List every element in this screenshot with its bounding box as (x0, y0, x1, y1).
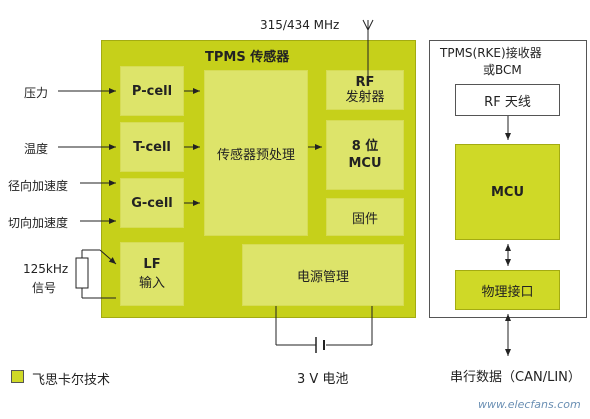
battery-label: 3 V 电池 (297, 372, 349, 387)
lf-input-label: 输入 (138, 276, 165, 291)
receiver-subtitle: 或BCM (483, 63, 522, 77)
radial-acceleration-label: 径向加速度 (8, 179, 69, 193)
power-management-block: 电源管理 (242, 244, 404, 306)
firmware-label: 固件 (351, 211, 378, 227)
lf-input-block: LF 输入 (120, 242, 184, 306)
rf-transmitter-block: RF 发射器 (326, 70, 404, 110)
power-management-label: 电源管理 (296, 269, 349, 285)
pcell-block: P-cell (120, 66, 184, 116)
preprocess-label: 传感器预处理 (216, 147, 295, 163)
mcu-8bit-block: 8 位 MCU (326, 120, 404, 190)
tcell-label: T-cell (133, 139, 171, 155)
serial-data-label: 串行数据（CAN/LIN） (450, 370, 581, 385)
mcu-8bit-label: 8 位 (351, 139, 379, 154)
lf-label: LF (143, 257, 161, 272)
rf-antenna-block: RF 天线 (455, 84, 560, 116)
receiver-title: TPMS(RKE)接收器 (440, 46, 542, 60)
rf-antenna-label: RF 天线 (484, 94, 531, 110)
antenna-frequency-label: 315/434 MHz (260, 18, 340, 32)
sensor-title: TPMS 传感器 (205, 50, 290, 65)
receiver-mcu-block: MCU (455, 144, 560, 240)
temperature-label: 温度 (24, 142, 49, 156)
receiver-mcu-label: MCU (490, 184, 525, 200)
pcell-label: P-cell (131, 83, 173, 99)
tcell-block: T-cell (120, 122, 184, 172)
lf-coil-icon (75, 257, 89, 289)
gcell-label: G-cell (131, 195, 173, 211)
lf-signal-label: 信号 (32, 281, 57, 295)
watermark: www.elecfans.com (478, 398, 581, 411)
sensor-preprocessing-block: 传感器预处理 (204, 70, 308, 236)
physical-interface-label: 物理接口 (481, 284, 534, 300)
gcell-block: G-cell (120, 178, 184, 228)
firmware-block: 固件 (326, 198, 404, 236)
physical-interface-block: 物理接口 (455, 270, 560, 310)
transmitter-label: 发射器 (345, 90, 385, 105)
rf-label: RF (355, 75, 375, 90)
tangential-acceleration-label: 切向加速度 (8, 216, 69, 230)
pressure-label: 压力 (24, 86, 49, 100)
mcu-label: MCU (348, 156, 382, 171)
legend-label: 飞思卡尔技术 (32, 373, 111, 388)
lf-signal-frequency-label: 125kHz (23, 262, 69, 276)
legend-swatch (11, 370, 24, 383)
